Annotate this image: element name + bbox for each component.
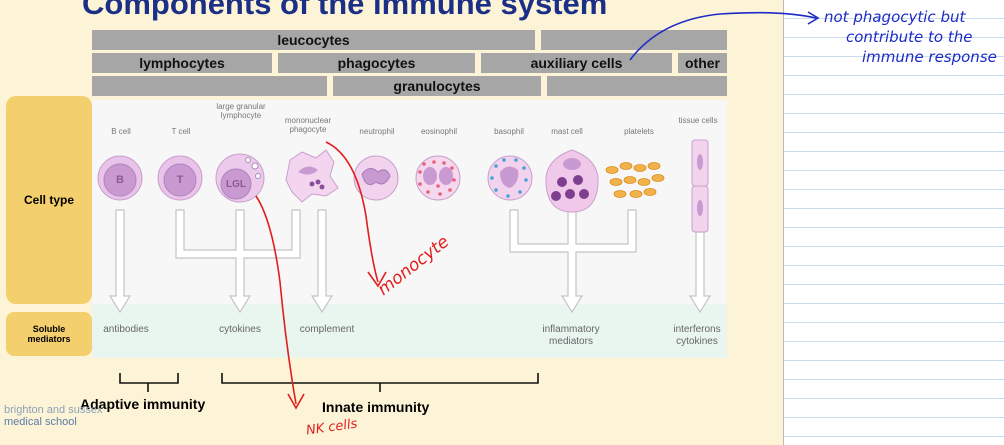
- cell-label-eosinophil: eosinophil: [420, 127, 458, 136]
- lgl-icon: [215, 153, 265, 203]
- cell-label-t-cell: T cell: [171, 127, 191, 136]
- soluble-mediators-header: Soluble mediators: [6, 312, 92, 356]
- mononuclear-phagocyte-icon: [285, 149, 339, 203]
- basophil-icon: [487, 155, 533, 201]
- auxiliary-cells-bar: auxiliary cells: [481, 53, 672, 73]
- cell-type-panel: [92, 100, 727, 304]
- other-bar: other: [678, 53, 727, 73]
- lymphocytes-bar: lymphocytes: [92, 53, 272, 73]
- granulocytes-right-bar: [547, 76, 727, 96]
- note-line-1: not phagocytic but: [824, 8, 966, 26]
- note-line-2: contribute to the: [846, 28, 973, 46]
- lgl-letter: LGL: [226, 179, 246, 190]
- slide: Components of the immune system leucocyt…: [0, 0, 783, 445]
- tissue-cells-icon: [691, 139, 709, 233]
- monocyte-arrow-line: [325, 141, 379, 283]
- t-cell-letter: T: [176, 174, 184, 186]
- neutrophil-icon: [353, 155, 399, 201]
- cell-diagram: [97, 139, 712, 410]
- mediator-inflammatory: inflammatory mediators: [542, 324, 600, 347]
- notes-divider: [783, 0, 784, 445]
- arrow-complement: [310, 209, 334, 314]
- mediator-antibodies: antibodies: [103, 324, 149, 335]
- t-cell-icon: [157, 155, 203, 201]
- phagocytes-bar: phagocytes: [278, 53, 475, 73]
- monocyte-arrowhead: [367, 271, 387, 288]
- innate-immunity-label: Innate immunity: [322, 399, 430, 415]
- platelets-icon: [605, 162, 665, 198]
- mediator-cytokines: cytokines: [219, 324, 261, 335]
- granulocytes-left-bar: [92, 76, 327, 96]
- b-cell-icon: [97, 155, 143, 201]
- mediator-complement: complement: [299, 324, 355, 335]
- eosinophil-icon: [415, 155, 461, 201]
- mast-cell-icon: [545, 149, 599, 213]
- slide-title: Components of the immune system: [82, 0, 608, 21]
- mediators-panel: [92, 304, 727, 358]
- cell-label-platelets: platelets: [624, 127, 654, 136]
- leucocytes-bar-extension: [541, 30, 727, 50]
- cell-label-tissue-cells: tissue cells: [678, 116, 718, 125]
- blue-arrowhead: [807, 11, 820, 25]
- adaptive-brace: [119, 373, 179, 384]
- arrow-b-cell: [108, 209, 132, 314]
- cell-label-mast-cell: mast cell: [551, 127, 583, 136]
- red-annotation-arrows: [255, 141, 387, 410]
- cell-label-neutrophil: neutrophil: [359, 127, 395, 136]
- logo-line-2: medical school: [4, 416, 77, 428]
- cell-label-mononuclear-phagocyte: mononuclear phagocyte: [284, 116, 332, 134]
- logo-line-1: brighton and sussex: [4, 404, 103, 416]
- cell-label-b-cell: B cell: [111, 127, 131, 136]
- arrow-inflammatory: [509, 209, 637, 314]
- nk-arrowhead: [287, 393, 305, 410]
- nk-arrow-line: [255, 195, 297, 405]
- cell-type-header: Cell type: [6, 96, 92, 304]
- notes-panel: [783, 0, 1004, 445]
- arrow-cytokines: [175, 209, 301, 314]
- b-cell-letter: B: [116, 174, 124, 186]
- note-line-3: immune response: [862, 48, 997, 66]
- mediator-interferons: interferons cytokines: [673, 324, 721, 347]
- leucocytes-bar: leucocytes: [92, 30, 535, 50]
- immunity-braces: [119, 373, 539, 392]
- adaptive-immunity-label: Adaptive immunity: [80, 396, 206, 412]
- school-logo: brighton and sussex medical school: [4, 404, 102, 428]
- blue-arrow-line: [629, 11, 817, 61]
- cell-label-lgl: large granular lymphocyte: [216, 102, 266, 120]
- arrow-tissue: [688, 231, 712, 314]
- cell-label-basophil: basophil: [494, 127, 524, 136]
- granulocytes-bar: granulocytes: [333, 76, 541, 96]
